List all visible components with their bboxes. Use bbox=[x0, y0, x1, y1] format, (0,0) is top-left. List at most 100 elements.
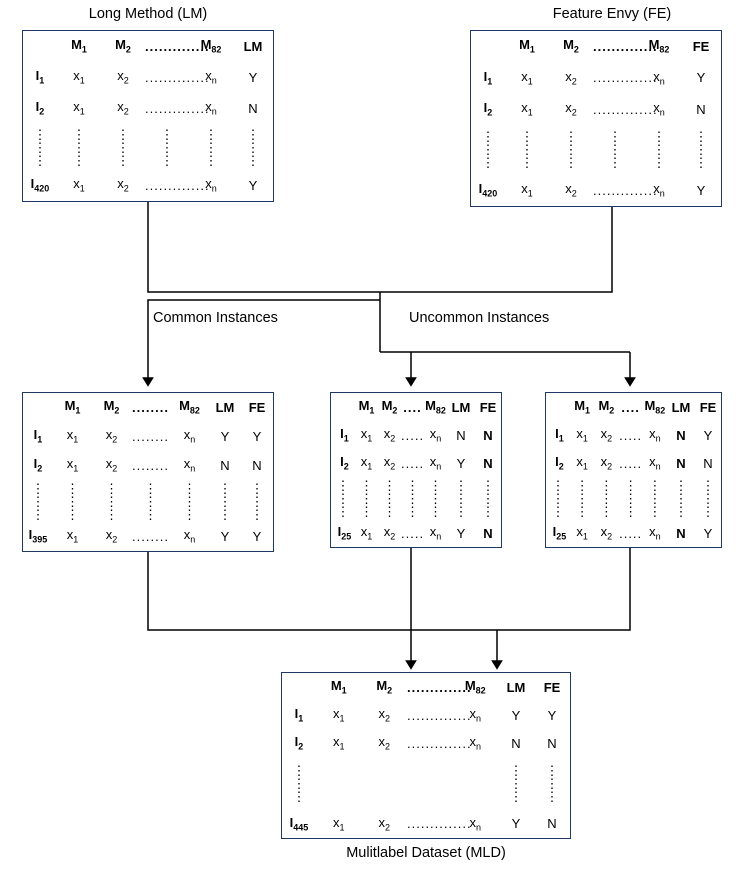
cell-xn: xn bbox=[429, 523, 442, 542]
header-dots: .............. bbox=[593, 39, 658, 55]
cell-lm: N bbox=[676, 455, 686, 471]
header-lm: LM bbox=[671, 399, 691, 415]
cell-x2: x2 bbox=[105, 527, 118, 545]
vdots: ⋮⋮⋮ bbox=[551, 477, 565, 519]
header-m2: M2 bbox=[563, 37, 579, 55]
cell-xn: xn bbox=[469, 814, 481, 833]
vdots: ⋮⋮⋮ bbox=[183, 480, 196, 522]
cell-x2: x2 bbox=[600, 453, 613, 472]
cell-fe: Y bbox=[547, 707, 557, 723]
header-m82: M82 bbox=[648, 37, 670, 55]
cell-dots: ..... bbox=[619, 427, 643, 443]
cell-x1: x1 bbox=[66, 456, 79, 474]
row-label: I25 bbox=[337, 523, 352, 542]
header-m2: M2 bbox=[115, 37, 131, 55]
cell-x2: x2 bbox=[565, 181, 577, 199]
vdots: ⋮⋮⋮ bbox=[599, 477, 613, 519]
header-lm: LM bbox=[243, 39, 263, 54]
table-ellipsis-row: ⋮⋮⋮ ⋮⋮⋮ ⋮⋮⋮ ⋮⋮⋮ ⋮⋮⋮ ⋮⋮⋮ ⋮⋮⋮ bbox=[331, 477, 501, 519]
uncommon-lm-table: M1 M2 .... M82 LM FE I1 x1 x2 ..... xn N… bbox=[330, 392, 502, 548]
cell-fe: N bbox=[547, 816, 557, 832]
cell-xn: xn bbox=[183, 527, 196, 545]
row-label: I2 bbox=[340, 453, 349, 472]
vdots: ⋮⋮⋮ bbox=[292, 763, 306, 805]
row-label: I2 bbox=[483, 99, 493, 118]
cell-xn: xn bbox=[429, 425, 442, 444]
header-m82: M82 bbox=[200, 37, 222, 55]
header-lm: LM bbox=[215, 400, 235, 415]
row-label: I1 bbox=[294, 706, 304, 724]
table-row: I25 x1 x2 ..... xn Y N bbox=[331, 519, 501, 547]
cell-dots: ..... bbox=[401, 525, 425, 541]
cell-x1: x1 bbox=[576, 453, 588, 472]
vdots: ⋮⋮⋮ bbox=[336, 477, 350, 519]
vdots: ⋮⋮⋮ bbox=[116, 126, 130, 168]
cell-dots: .............. bbox=[407, 736, 472, 752]
row-label: I2 bbox=[294, 734, 304, 752]
cell-x1: x1 bbox=[332, 706, 345, 724]
table-header-row: M1 M2 .............. M82 LM FE bbox=[282, 673, 570, 701]
cell-dots: .............. bbox=[145, 178, 210, 193]
cell-dots: .............. bbox=[593, 182, 658, 198]
table-ellipsis-row: ⋮⋮⋮ ⋮⋮⋮ ⋮⋮⋮ ⋮⋮⋮ ⋮⋮⋮ ⋮⋮⋮ ⋮⋮⋮ bbox=[546, 477, 721, 519]
cell-fe: Y bbox=[703, 525, 713, 541]
table-row: I1 x1 x2 ..... xn N Y bbox=[546, 421, 721, 449]
cell-fe: N bbox=[252, 458, 262, 473]
header-m1: M1 bbox=[330, 677, 347, 696]
uncommon-fe-table: M1 M2 .... M82 LM FE I1 x1 x2 ..... xn N… bbox=[545, 392, 722, 548]
cell-x1: x1 bbox=[332, 814, 345, 833]
vdots: ⋮⋮⋮ bbox=[701, 477, 715, 519]
cell-dots: ........ bbox=[132, 458, 169, 473]
cell-x1: x1 bbox=[360, 453, 373, 472]
cell-x1: x1 bbox=[73, 68, 85, 86]
table-ellipsis-row: ⋮⋮⋮ ⋮⋮⋮ ⋮⋮⋮ bbox=[282, 758, 570, 810]
vdots: ⋮⋮⋮ bbox=[608, 129, 622, 171]
cell-dots: .............. bbox=[593, 70, 658, 86]
row-label: I2 bbox=[33, 456, 43, 474]
cell-x2: x2 bbox=[105, 456, 118, 474]
table-row: I2 x1 x2 .............. xn N bbox=[23, 93, 273, 124]
cell-lm: N bbox=[676, 427, 686, 443]
header-m1: M1 bbox=[64, 398, 81, 416]
vdots: ⋮⋮⋮ bbox=[694, 129, 708, 171]
cell-xn: xn bbox=[653, 99, 665, 118]
cell-x2: x2 bbox=[565, 99, 577, 118]
header-dots: .... bbox=[403, 399, 422, 415]
header-m82: M82 bbox=[644, 397, 666, 416]
long-method-table: M1 M2 .............. M82 LM I1 x1 x2 ...… bbox=[22, 30, 274, 202]
vdots: ⋮⋮⋮ bbox=[72, 126, 86, 168]
header-m1: M1 bbox=[358, 397, 375, 416]
table-header-row: M1 M2 .............. M82 LM bbox=[23, 31, 273, 62]
vdots: ⋮⋮⋮ bbox=[204, 126, 218, 168]
cell-dots: .............. bbox=[593, 101, 658, 117]
table-ellipsis-row: ⋮⋮⋮ ⋮⋮⋮ ⋮⋮⋮ ⋮⋮⋮ ⋮⋮⋮ ⋮⋮⋮ bbox=[23, 124, 273, 170]
vdots: ⋮⋮⋮ bbox=[652, 129, 666, 171]
cell-lm: Y bbox=[220, 529, 230, 544]
cell-x2: x2 bbox=[600, 425, 613, 444]
cell-fe: N bbox=[483, 455, 493, 471]
cell-fe: Y bbox=[703, 427, 713, 443]
vdots: ⋮⋮⋮ bbox=[360, 477, 373, 519]
header-m1: M1 bbox=[71, 37, 87, 55]
header-lm: LM bbox=[506, 679, 526, 695]
row-label: I395 bbox=[28, 527, 48, 545]
header-fe: FE bbox=[692, 39, 710, 55]
header-m82: M82 bbox=[464, 677, 486, 696]
row-label: I1 bbox=[483, 68, 493, 87]
vdots: ⋮⋮⋮ bbox=[250, 480, 264, 522]
cell-x1: x1 bbox=[73, 176, 85, 194]
cell-fe: Y bbox=[252, 429, 262, 444]
row-label: I2 bbox=[35, 99, 45, 117]
cell-xn: xn bbox=[649, 425, 661, 444]
cell-class: Y bbox=[248, 70, 258, 85]
header-m82: M82 bbox=[179, 398, 200, 416]
cell-x1: x1 bbox=[360, 425, 373, 444]
row-label: I420 bbox=[478, 181, 498, 199]
label-uncommon-instances: Uncommon Instances bbox=[409, 310, 550, 326]
table-row: I445 x1 x2 .............. xn Y N bbox=[282, 810, 570, 838]
vdots: ⋮⋮⋮ bbox=[33, 126, 47, 168]
table-row: I395 x1 x2 ........ xn Y Y bbox=[23, 522, 273, 551]
header-dots: .... bbox=[621, 399, 640, 415]
feature-envy-table: M1 M2 .............. M82 FE I1 x1 x2 ...… bbox=[470, 30, 722, 207]
cell-dots: ..... bbox=[401, 455, 425, 471]
